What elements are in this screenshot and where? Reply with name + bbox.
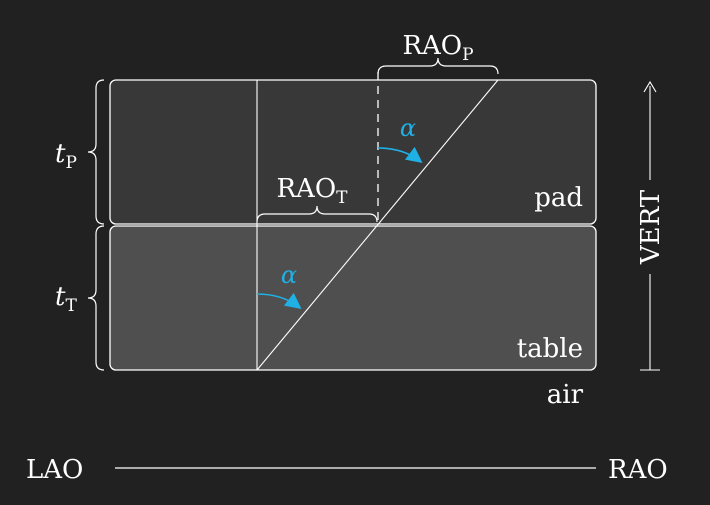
table-layer [109,225,597,371]
oblique-beam-line [256,79,499,371]
t-p-brace [87,79,105,225]
alpha-arc-pad [377,146,423,163]
t-t-label: tT [55,282,77,316]
lao-label: LAO [26,455,83,485]
t-p-label: tP [55,139,77,173]
alpha-label-table: α [281,261,297,289]
rao-p-brace [377,57,499,75]
rao-p-label: RAOP [402,31,473,65]
alpha-arc-table [256,292,302,309]
alpha-label-pad: α [400,114,416,142]
vert-axis-arrowhead [643,80,657,93]
pad-label: pad [534,183,583,213]
rao-t-brace [256,205,378,223]
rao-t-label: RAOT [276,174,348,208]
table-label: table [517,334,583,364]
rao-label: RAO [608,455,668,485]
t-t-brace [87,225,105,371]
vert-axis-label: VERT [636,189,666,265]
air-label: air [547,380,584,410]
pad-layer [109,79,597,225]
